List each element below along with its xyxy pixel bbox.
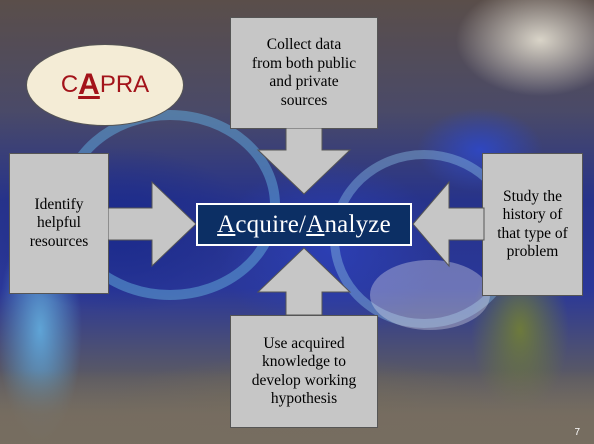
hypothesis-line: knowledge to [262, 353, 346, 370]
collect-data-line: and private [269, 73, 339, 90]
study-history-box: Study the history of that type of proble… [482, 153, 583, 296]
down-arrow-icon [256, 128, 352, 195]
title-initial-a: A [217, 210, 236, 238]
hypothesis-line: develop working [251, 371, 357, 389]
identify-line: helpful [37, 214, 81, 232]
collect-data-box: Collect data from both public and privat… [230, 17, 378, 129]
title-acquire-rest: cquire/ [235, 210, 307, 238]
logo-suffix: PRA [99, 71, 150, 98]
study-line: problem [506, 243, 559, 260]
left-arrow-icon [412, 180, 485, 268]
logo-prefix: C [60, 71, 79, 98]
identify-line: Identify [34, 195, 84, 213]
graffiti-background [370, 260, 490, 330]
up-arrow-icon [256, 247, 352, 316]
logo-highlight-letter: A [78, 68, 100, 101]
hypothesis-line: Use acquired [263, 334, 345, 352]
collect-data-line: Collect data [266, 36, 342, 53]
develop-hypothesis-box: Use acquired knowledge to develop workin… [230, 315, 378, 428]
right-arrow-icon [108, 180, 197, 268]
identify-resources-box: Identify helpful resources [9, 153, 109, 294]
study-line: history of [502, 206, 563, 223]
collect-data-line: sources [280, 91, 328, 109]
hypothesis-line: hypothesis [270, 390, 338, 407]
identify-line: resources [29, 232, 89, 250]
page-number: 7 [574, 427, 580, 438]
collect-data-line: from both public [251, 54, 357, 72]
title-analyze-rest: nalyze [324, 210, 391, 238]
title-initial-a: A [306, 210, 325, 238]
study-line: that type of [497, 224, 568, 242]
study-line: Study the [503, 187, 562, 205]
